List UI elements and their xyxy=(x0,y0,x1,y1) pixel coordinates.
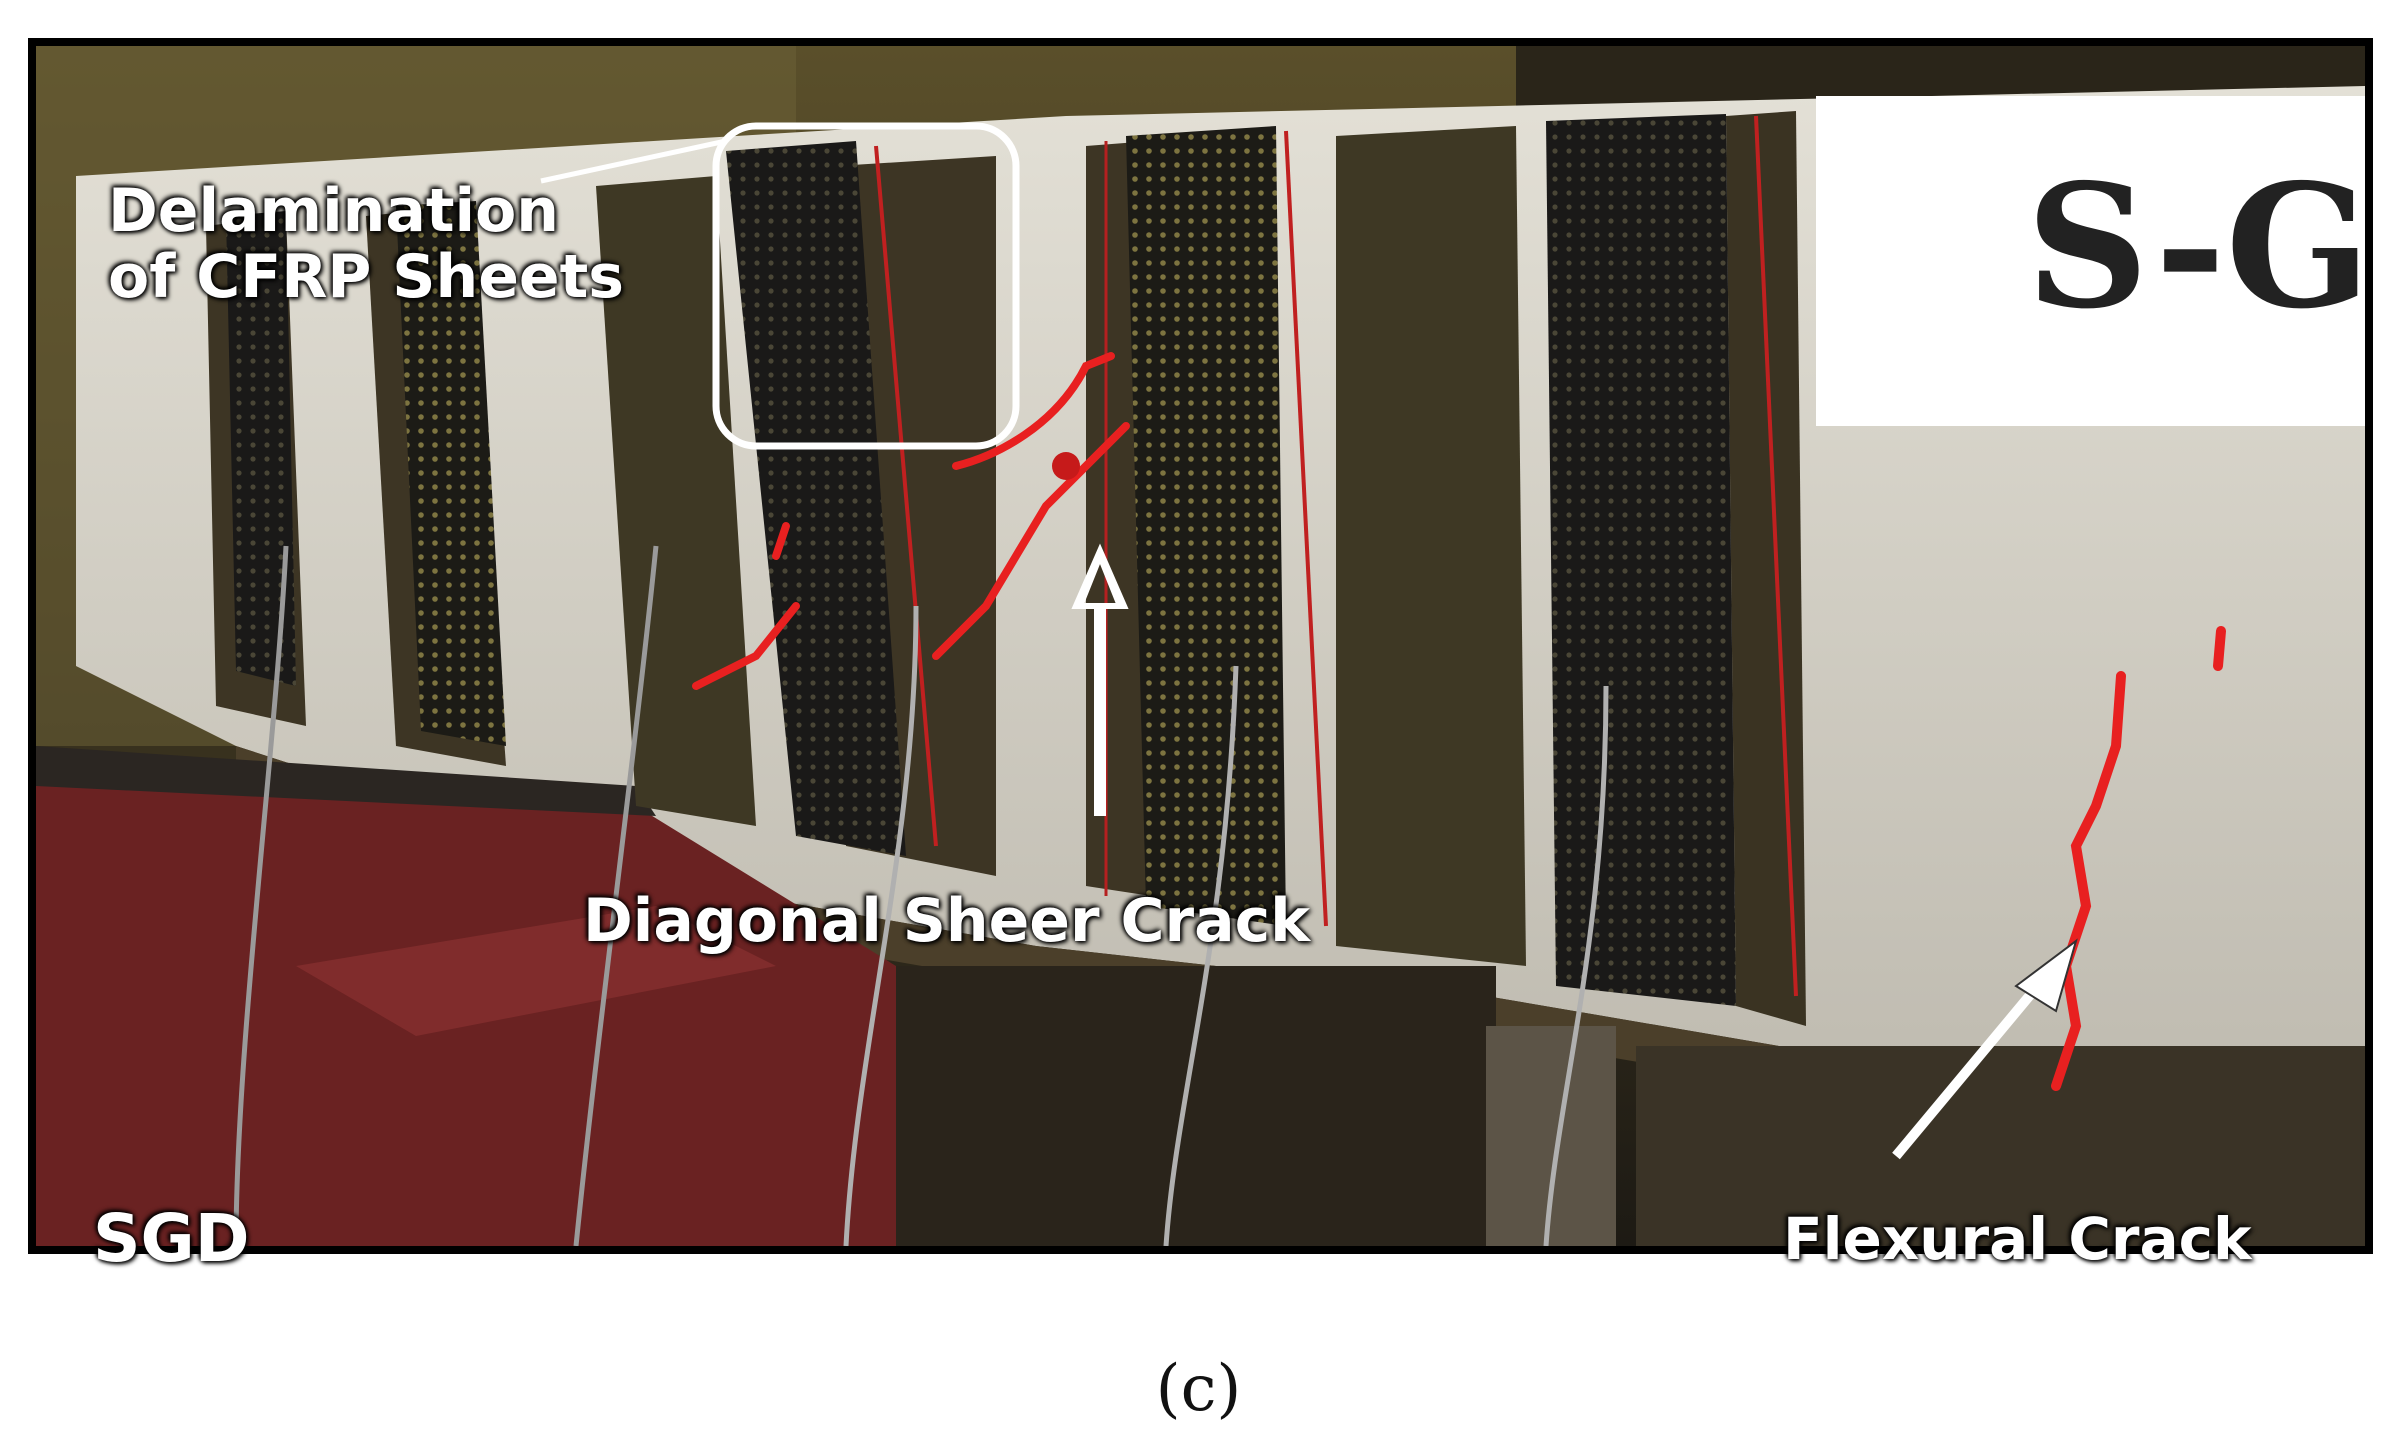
figure-caption: (c) xyxy=(1155,1352,1242,1426)
delamination-highlight-box xyxy=(712,122,1020,450)
flexural-crack-marking xyxy=(2051,626,2226,1091)
diagonal-crack-label: Diagonal Sheer Crack xyxy=(583,886,1311,956)
delamination-label-line1: Delamination xyxy=(108,176,560,246)
specimen-code-label: SGD xyxy=(93,1200,250,1277)
diagonal-crack-arrow xyxy=(1071,543,1129,816)
diagonal-crack-markings xyxy=(692,352,1130,690)
sign-text: S-G xyxy=(2026,147,2365,347)
flexural-crack-arrow xyxy=(1892,938,2078,1160)
delamination-label-line2: of CFRP Sheets xyxy=(108,242,625,312)
beam-test-photo: S-G xyxy=(36,46,2365,1246)
delamination-label: Delamination of CFRP Sheets xyxy=(108,178,624,310)
photo-frame: S-G Dela xyxy=(28,38,2373,1275)
flexural-crack-label: Flexural Crack xyxy=(1783,1205,2252,1273)
